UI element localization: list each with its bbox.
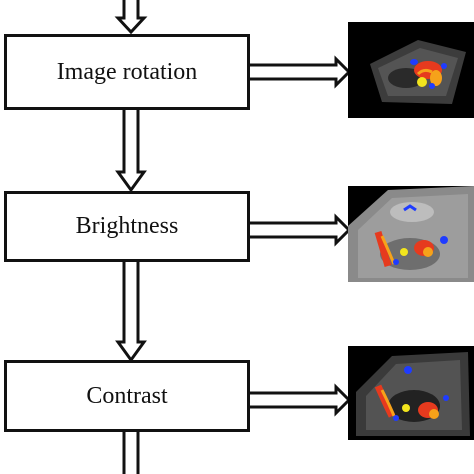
arrow-brightness-to-thumbnail	[250, 213, 352, 247]
arrow-into-image-rotation	[114, 0, 148, 35]
step-label-image-rotation: Image rotation	[56, 58, 198, 85]
arrow-out-of-contrast	[122, 432, 140, 474]
step-box-brightness: Brightness	[4, 191, 250, 262]
ultrasound-thumbnail-contrast	[348, 346, 474, 440]
arrow-contrast-to-thumbnail	[250, 383, 352, 417]
arrow-rotation-to-brightness	[115, 110, 147, 193]
step-label-brightness: Brightness	[75, 213, 179, 239]
step-box-contrast: Contrast	[4, 360, 250, 432]
step-box-image-rotation: Image rotation	[4, 34, 250, 110]
ultrasound-thumbnail-brightness	[348, 186, 474, 282]
arrow-brightness-to-contrast	[115, 262, 147, 363]
ultrasound-thumbnail-rotation	[348, 22, 474, 118]
step-label-contrast: Contrast	[86, 382, 168, 409]
arrow-rotation-to-thumbnail	[250, 55, 352, 89]
